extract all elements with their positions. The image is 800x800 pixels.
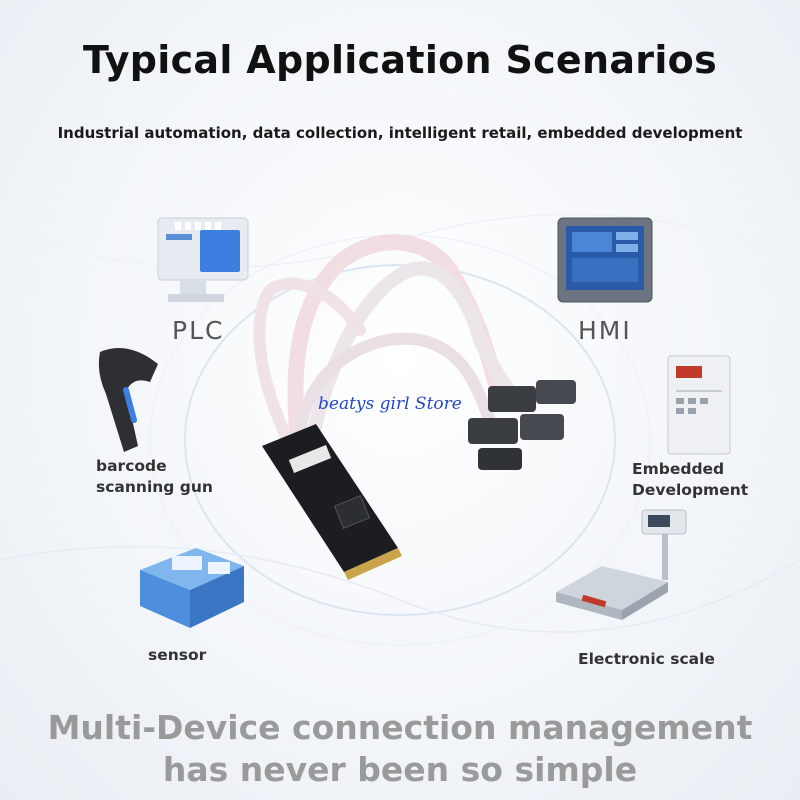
scale-label: Electronic scale [578, 650, 715, 668]
plc-label: PLC [172, 316, 225, 345]
barcode-label: barcode scanning gun [96, 456, 213, 498]
store-watermark: beatys girl Store [318, 394, 462, 414]
hmi-label: HMI [578, 316, 632, 345]
controller-chip [333, 494, 371, 530]
embedded-label-line2: Development [632, 481, 749, 499]
embedded-label: Embedded Development [632, 459, 748, 501]
orbit-ring [184, 264, 616, 616]
ribbon-cable [253, 277, 366, 442]
footer-line-2: has never been so simple [162, 750, 638, 789]
bg-curve [0, 545, 800, 633]
ribbon-cable [303, 261, 537, 453]
embedded-label-line1: Embedded [632, 460, 725, 478]
m2-card-board [262, 424, 398, 572]
page-title: Typical Application Scenarios [83, 38, 717, 82]
barcode-label-line1: barcode [96, 457, 167, 475]
gold-fingers [344, 548, 402, 580]
ribbon-cable [294, 332, 496, 446]
footer-line-1: Multi-Device connection management [47, 708, 753, 747]
db9-connectors [468, 380, 576, 470]
pin-header [288, 445, 332, 473]
sensor-label: sensor [148, 646, 207, 664]
barcode-label-line2: scanning gun [96, 478, 213, 496]
page-subtitle: Industrial automation, data collection, … [57, 124, 743, 142]
